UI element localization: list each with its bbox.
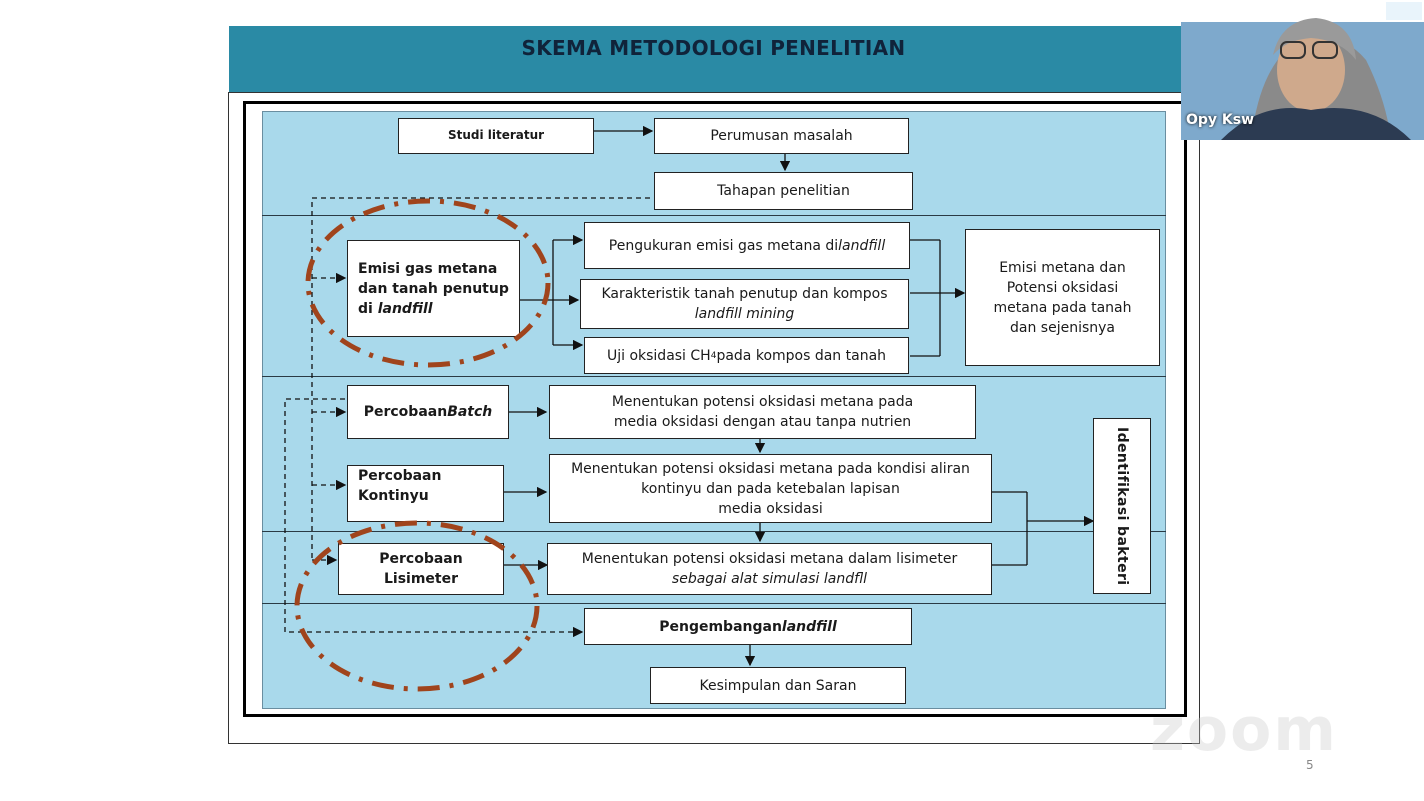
- box-pengembangan-landfill: Pengembangan landfill: [584, 608, 912, 645]
- box-emisi-gas-metana: Emisi gas metana dan tanah penutup di la…: [347, 240, 520, 337]
- kontinyu-desc-line-2: kontinyu dan pada ketebalan lapisan: [641, 480, 900, 497]
- result-line-2: Potensi oksidasi: [1006, 279, 1119, 296]
- result-line-3: metana pada tanah: [993, 299, 1132, 316]
- emisi-line-1: Emisi gas metana: [358, 260, 498, 277]
- box-studi-literatur: Studi literatur: [398, 118, 594, 154]
- participant-avatar-image: [1181, 0, 1424, 140]
- lisimeter-line-2: Lisimeter: [383, 571, 459, 587]
- result-line-1: Emisi metana dan: [999, 259, 1126, 276]
- karakteristik-line-2: landfill mining: [694, 306, 795, 322]
- highlight-circle-emisi: [305, 198, 551, 368]
- box-percobaan-batch: Percobaan Batch: [347, 385, 509, 439]
- box-karakteristik-tanah: Karakteristik tanah penutup dan kompos l…: [580, 279, 909, 329]
- band-divider: [262, 215, 1166, 216]
- slide-title: SKEMA METODOLOGI PENELITIAN: [521, 36, 906, 60]
- kontinyu-line-2: Kontinyu: [358, 488, 429, 504]
- box-pengukuran-emisi: Pengukuran emisi gas metana di landfill: [584, 222, 910, 269]
- box-lisimeter-description: Menentukan potensi oksidasi metana dalam…: [547, 543, 992, 595]
- band-divider: [262, 531, 1166, 532]
- lisimeter-desc-line-1: Menentukan potensi oksidasi metana dalam…: [581, 551, 958, 567]
- box-percobaan-lisimeter: Percobaan Lisimeter: [338, 543, 504, 595]
- participant-video-tile[interactable]: [1181, 0, 1424, 140]
- box-kontinyu-description: Menentukan potensi oksidasi metana pada …: [549, 454, 992, 523]
- page-number: 5: [1306, 758, 1314, 772]
- band-divider: [262, 376, 1166, 377]
- box-emisi-metana-result: Emisi metana dan Potensi oksidasi metana…: [965, 229, 1160, 366]
- result-line-4: dan sejenisnya: [1010, 319, 1115, 336]
- kontinyu-line-1: Percobaan: [358, 468, 442, 484]
- box-perumusan-masalah: Perumusan masalah: [654, 118, 909, 154]
- kontinyu-desc-line-1: Menentukan potensi oksidasi metana pada …: [571, 460, 970, 477]
- batch-desc-line-1: Menentukan potensi oksidasi metana pada: [611, 394, 914, 410]
- participant-name: Opy Ksw: [1186, 112, 1255, 128]
- kontinyu-desc-line-3: media oksidasi: [718, 500, 823, 517]
- box-identifikasi-bakteri: Identifikasi bakteri: [1093, 418, 1151, 594]
- box-tahapan-penelitian: Tahapan penelitian: [654, 172, 913, 210]
- lisimeter-desc-line-2: sebagai alat simulasi landfll: [671, 571, 868, 587]
- band-divider: [262, 603, 1166, 604]
- batch-desc-line-2: media oksidasi dengan atau tanpa nutrien: [613, 414, 912, 430]
- emisi-line-3: di landfill: [358, 300, 433, 317]
- zoom-watermark: zoom: [1150, 695, 1338, 765]
- box-batch-description: Menentukan potensi oksidasi metana pada …: [549, 385, 976, 439]
- box-percobaan-kontinyu: Percobaan Kontinyu: [347, 465, 504, 522]
- lisimeter-line-1: Percobaan: [379, 551, 463, 567]
- box-kesimpulan-saran: Kesimpulan dan Saran: [650, 667, 906, 704]
- karakteristik-line-1: Karakteristik tanah penutup dan kompos: [601, 286, 888, 302]
- highlight-circle-lisimeter: [294, 520, 540, 692]
- emisi-line-2: dan tanah penutup: [358, 280, 509, 297]
- slide-header-bar: [229, 26, 1182, 92]
